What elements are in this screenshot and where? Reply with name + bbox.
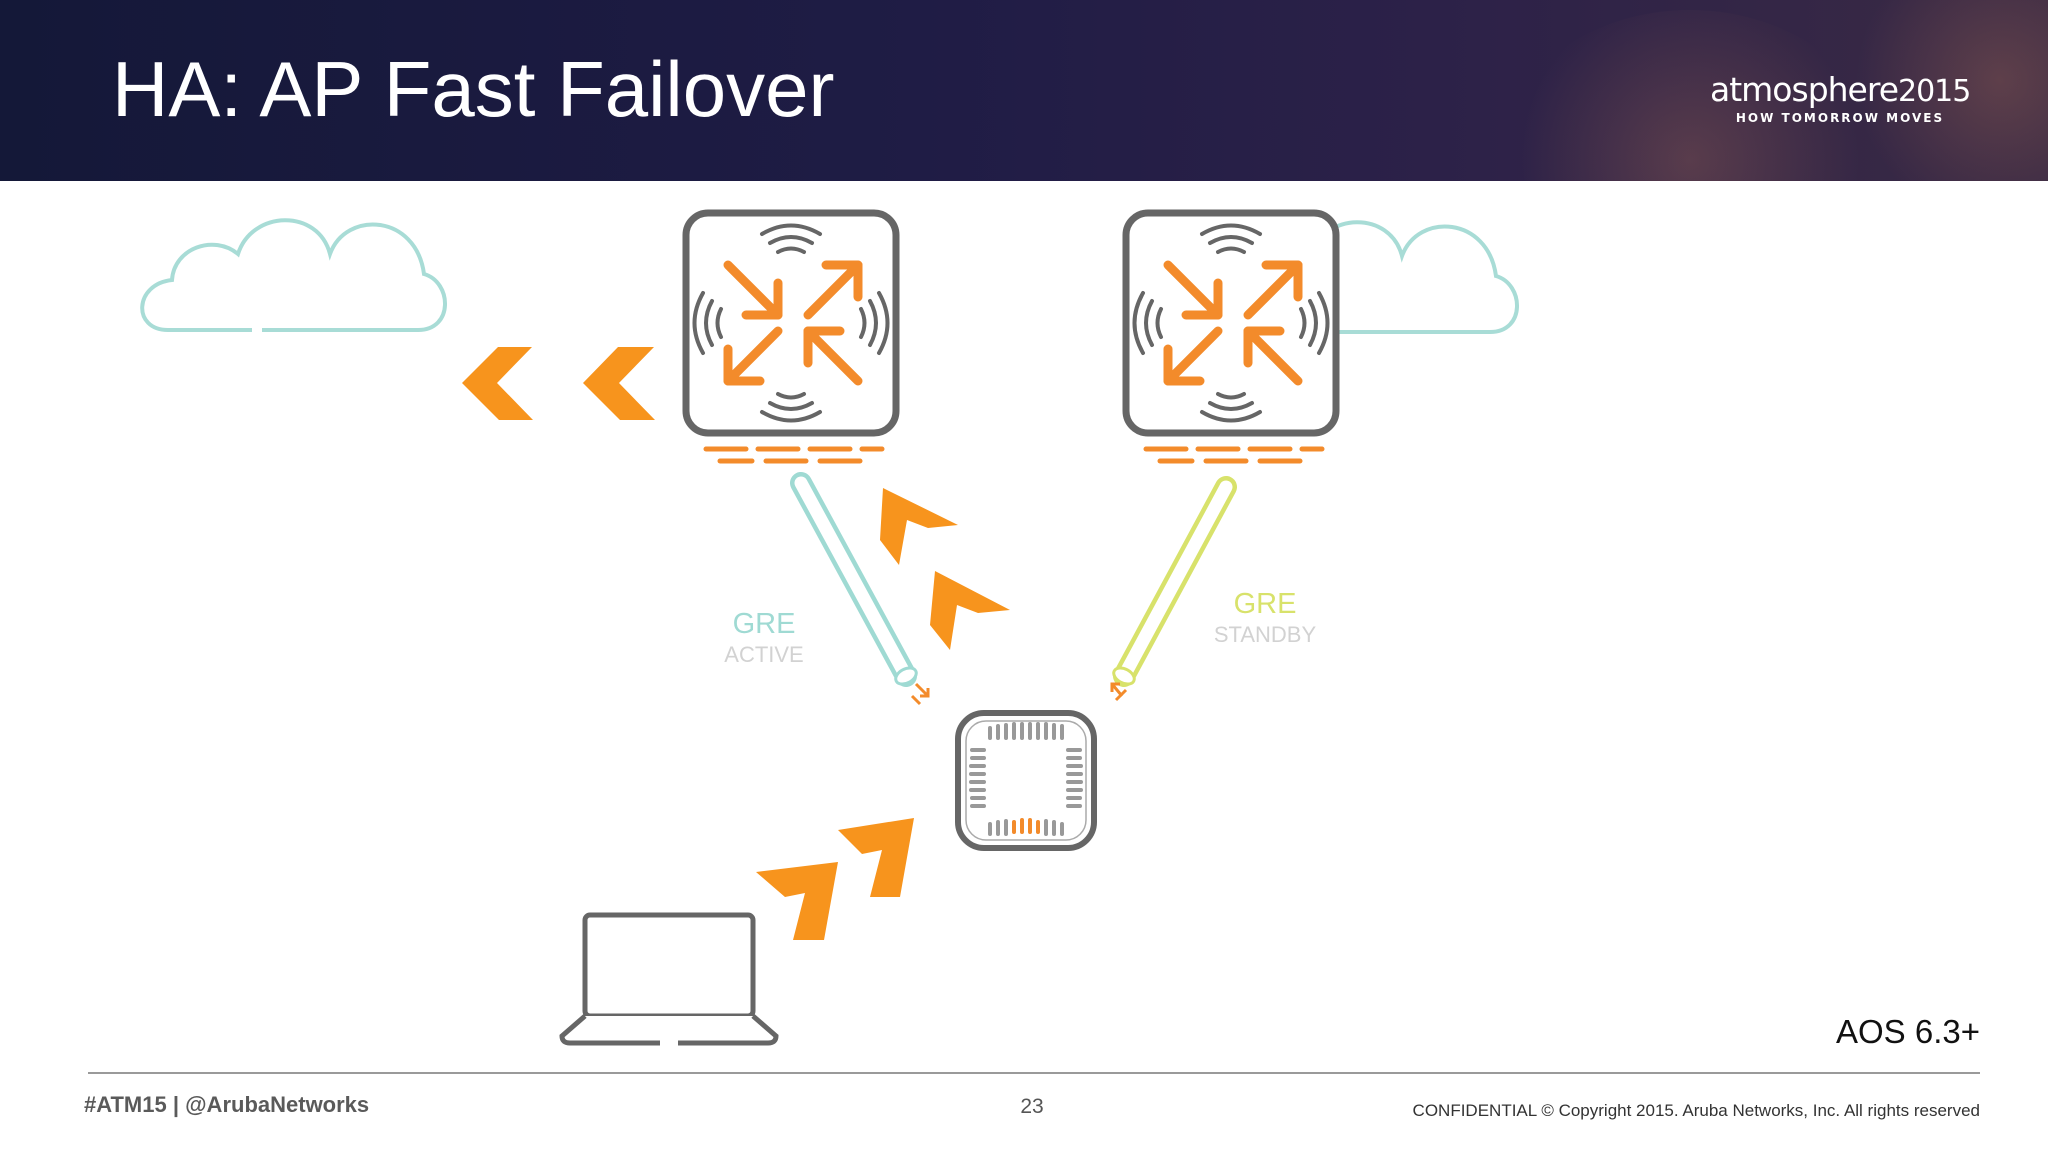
banner-glow (1850, 0, 2048, 181)
chevron-up-icons (880, 488, 1010, 650)
version-badge: AOS 6.3+ (1835, 1013, 1980, 1050)
slide-title: HA: AP Fast Failover (112, 45, 835, 133)
footer-copyright: CONFIDENTIAL © Copyright 2015. Aruba Net… (1412, 1101, 1980, 1120)
gre-standby-label: GRE STANDBY (1200, 588, 1330, 650)
atmosphere-logo: atmosphere2015 HOW TOMORROW MOVES (1710, 70, 1971, 125)
gre-tunnel-active (790, 472, 930, 706)
logo-word: atmosphere (1710, 70, 1899, 109)
gre-active-protocol: GRE (732, 608, 796, 640)
cloud-icon-left (140, 218, 448, 332)
controller-active-icon (686, 213, 896, 461)
access-point-icon (955, 710, 1097, 851)
gre-standby-protocol: GRE (1233, 588, 1297, 620)
chevron-left-icons (462, 347, 655, 420)
footer-hashtag: #ATM15 | @ArubaNetworks (84, 1092, 370, 1117)
gre-active-state: ACTIVE (724, 642, 804, 667)
gre-standby-state: STANDBY (1213, 622, 1317, 647)
header-banner: HA: AP Fast Failover atmosphere2015 HOW … (0, 0, 2048, 181)
controller-standby-icon (1126, 213, 1336, 461)
laptop-icon (559, 912, 779, 1047)
page-number: 23 (1020, 1095, 1044, 1118)
logo-year: 2015 (1898, 74, 1971, 109)
chevron-up-right-icons (756, 818, 914, 940)
gre-tunnel-standby (1110, 476, 1237, 702)
footer-divider (88, 1072, 1980, 1074)
gre-active-label: GRE ACTIVE (700, 608, 828, 670)
logo-tagline: HOW TOMORROW MOVES (1735, 111, 1945, 125)
